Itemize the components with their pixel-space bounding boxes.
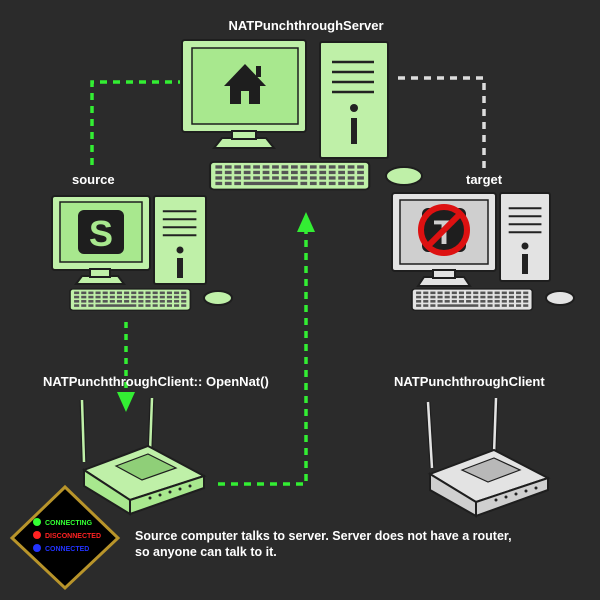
down-arrow-icon xyxy=(117,392,135,412)
client-source-label: NATPunchthroughClient:: OpenNat() xyxy=(43,374,269,389)
source-tower xyxy=(153,195,207,285)
legend-item-connecting: CONNECTING xyxy=(33,518,93,527)
caption: Source computer talks to server. Server … xyxy=(135,528,575,560)
target-label: target xyxy=(466,172,503,187)
client-target-label: NATPunchthroughClient xyxy=(394,374,545,389)
target-computer: T xyxy=(391,192,575,311)
source-router xyxy=(79,397,207,516)
router-to-server-dashed-line xyxy=(218,232,308,486)
source-keyboard xyxy=(69,288,192,311)
caption-line-1: Source computer talks to server. Server … xyxy=(135,529,512,543)
legend-label-disconnected: DISCONNECTED xyxy=(45,533,101,540)
legend: CONNECTING DISCONNECTED CONNECTED xyxy=(9,484,121,591)
source-computer: S xyxy=(51,195,233,311)
source-label: source xyxy=(72,172,115,187)
target-tower xyxy=(499,192,551,282)
caption-line-2: so anyone can talk to it. xyxy=(135,545,277,559)
home-icon xyxy=(224,64,266,104)
target-router xyxy=(425,397,551,518)
server-to-target-dashed-line xyxy=(398,76,486,168)
legend-item-disconnected: DISCONNECTED xyxy=(33,531,101,540)
source-screen-glyph: S xyxy=(89,213,113,254)
target-mouse xyxy=(545,290,575,306)
legend-item-connected: CONNECTED xyxy=(33,544,89,553)
source-s-icon: S xyxy=(78,210,124,254)
source-to-server-dashed-line xyxy=(90,80,180,165)
server-label: NATPunchthroughServer xyxy=(228,18,383,33)
no-entry-icon xyxy=(418,204,470,256)
server-computer xyxy=(181,39,423,191)
up-arrow-icon xyxy=(297,212,315,232)
server-tower xyxy=(319,41,389,159)
legend-label-connected: CONNECTED xyxy=(45,546,89,553)
target-keyboard xyxy=(411,288,534,311)
source-mouse xyxy=(203,290,233,306)
server-mouse xyxy=(385,166,423,186)
server-keyboard xyxy=(208,161,371,191)
legend-label-connecting: CONNECTING xyxy=(45,520,93,527)
legend-diamond xyxy=(9,484,121,591)
